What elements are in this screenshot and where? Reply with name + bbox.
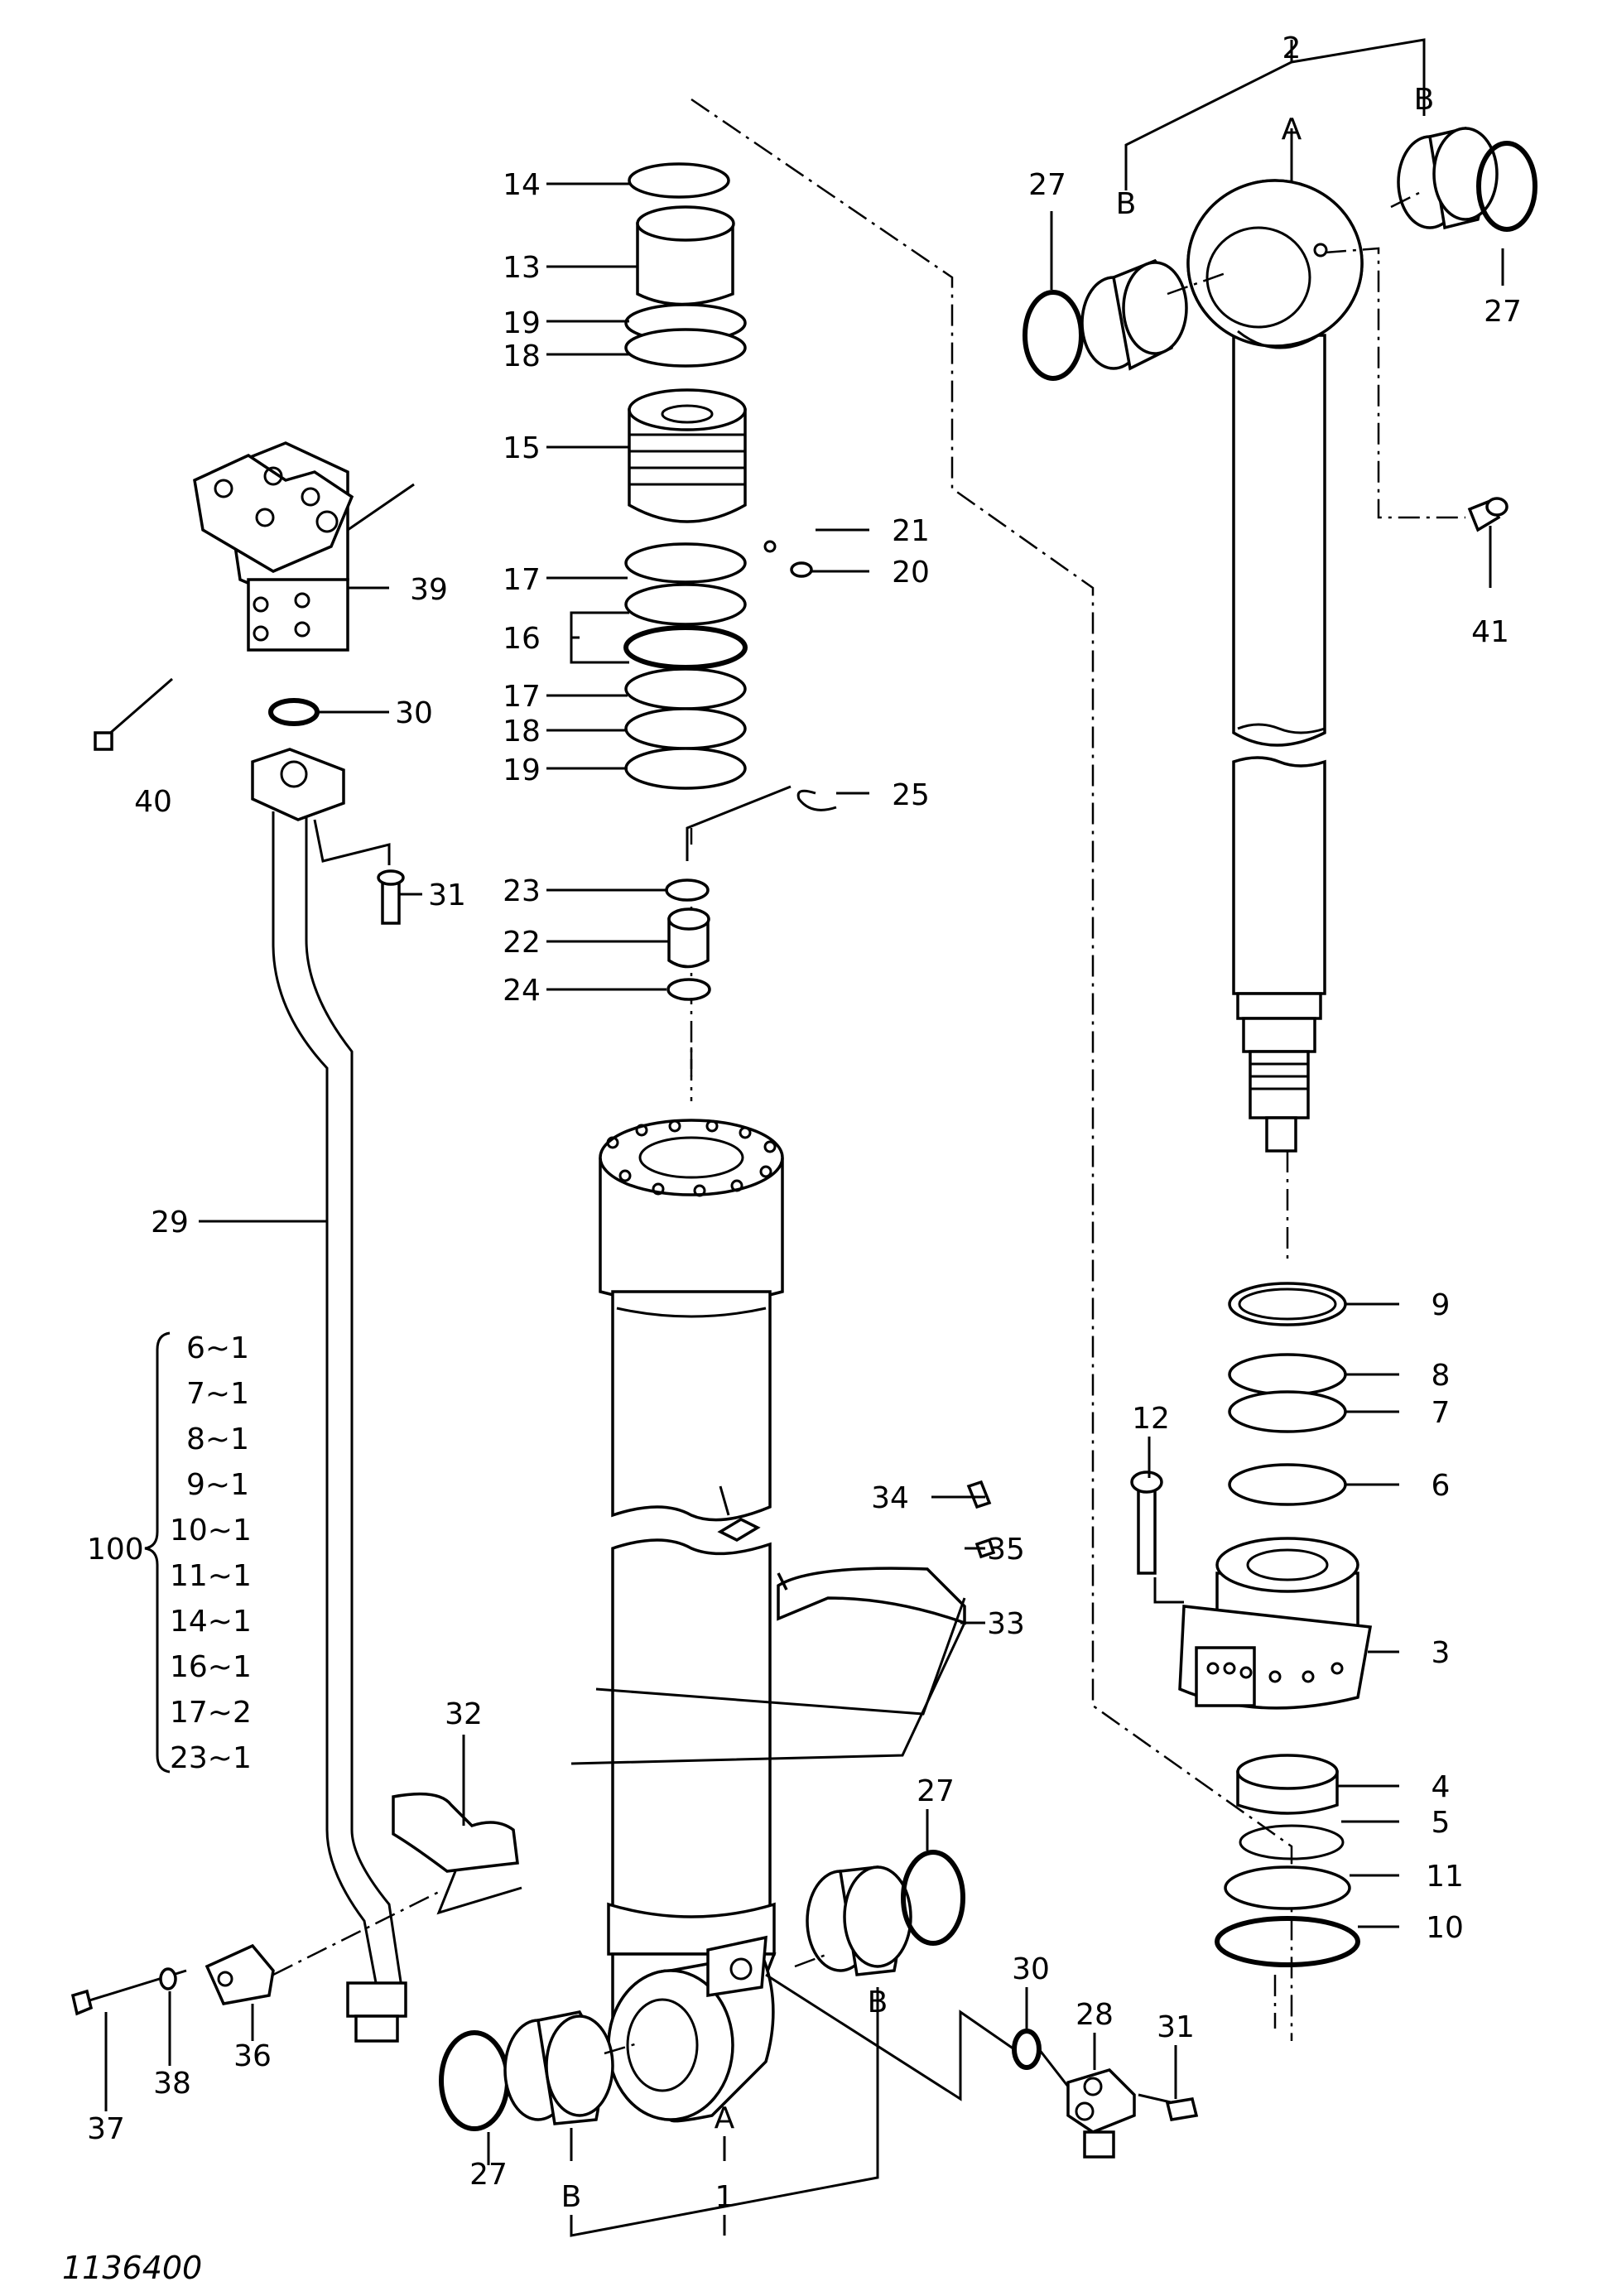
callout-30-bottom: 30 (1012, 1952, 1050, 1986)
callout-37: 37 (87, 2112, 125, 2146)
callout-A-rod: A (1282, 113, 1302, 147)
callout-17-a: 17 (503, 563, 541, 597)
callout-14: 14 (503, 168, 541, 202)
callout-B-rod-right: B (1414, 83, 1435, 117)
callout-35: 35 (987, 1533, 1025, 1567)
kit-item: 16~1 (170, 1650, 252, 1684)
kit-item: 14~1 (170, 1605, 252, 1639)
callout-31-bottom: 31 (1157, 2010, 1195, 2044)
callout-23: 23 (503, 874, 541, 908)
piston-parts (1130, 1282, 1373, 1967)
callout-30-top: 30 (395, 696, 433, 730)
callout-19-top: 19 (503, 306, 541, 340)
callout-11: 11 (1426, 1860, 1464, 1894)
callout-A-tube: A (715, 2101, 735, 2135)
callout-6: 6 (1432, 1469, 1451, 1503)
callout-32: 32 (445, 1697, 483, 1731)
rod-bushings (1023, 127, 1537, 381)
callout-38: 38 (153, 2067, 191, 2101)
callout-3: 3 (1432, 1636, 1451, 1670)
kit-item: 6~1 (186, 1331, 249, 1365)
drawing-number: 1136400 (62, 2250, 202, 2286)
callout-21: 21 (892, 514, 930, 548)
callout-20: 20 (892, 556, 930, 590)
kit-item: 10~1 (170, 1514, 252, 1548)
callout-31-top: 31 (428, 878, 466, 912)
callout-10: 10 (1426, 1911, 1464, 1945)
callout-39: 39 (410, 573, 448, 607)
callout-labels: 2 A B B 27 27 41 14 13 19 18 15 21 20 17… (87, 31, 1522, 2214)
bottom-flange-fittings (765, 1973, 1199, 2159)
callout-8: 8 (1432, 1359, 1451, 1393)
kit-item: 8~1 (186, 1422, 249, 1456)
callout-27-bl: 27 (469, 2158, 508, 2192)
kit-item: 9~1 (186, 1468, 249, 1502)
center-axis-lines (690, 98, 1293, 2041)
callout-12: 12 (1132, 1402, 1170, 1436)
callout-15: 15 (503, 431, 541, 465)
callout-18-b: 18 (503, 715, 541, 748)
callout-27-tr: 27 (1484, 295, 1522, 329)
callout-18-top: 18 (503, 339, 541, 373)
cylinder-tube (599, 1119, 784, 2123)
callout-29: 29 (151, 1206, 189, 1239)
rod-assembly (1186, 179, 1364, 1153)
tube-bushings (439, 1850, 965, 2131)
callout-40: 40 (134, 785, 172, 819)
callout-9: 9 (1432, 1288, 1451, 1322)
callout-13: 13 (503, 251, 541, 285)
callout-27-tl: 27 (1028, 168, 1066, 202)
callout-B-tube-right: B (868, 1986, 888, 2019)
callout-34: 34 (871, 1481, 909, 1515)
grease-fitting (1324, 247, 1509, 532)
valve-and-pipe (70, 441, 996, 2043)
leader-lines (104, 38, 1504, 2237)
kit-item: 23~1 (170, 1741, 252, 1775)
kit-item: 17~2 (170, 1696, 252, 1730)
kit-label: 100 (87, 1533, 144, 1567)
callout-B-tube-left: B (561, 2180, 582, 2214)
callout-4: 4 (1432, 1770, 1451, 1804)
kit-item: 11~1 (170, 1559, 252, 1593)
kit-100-list: 100 6~1 7~1 8~1 9~1 10~1 11~1 14~1 16~1 … (87, 1331, 252, 1775)
cylinder-head-stack (623, 162, 837, 1001)
callout-16: 16 (503, 622, 541, 656)
callout-27-mr: 27 (917, 1774, 955, 1808)
kit-item: 7~1 (186, 1377, 249, 1411)
kit-brace (144, 1331, 171, 1774)
callout-28: 28 (1075, 1998, 1114, 2032)
callout-22: 22 (503, 926, 541, 960)
callout-17-b: 17 (503, 680, 541, 714)
callout-24: 24 (503, 974, 541, 1008)
callout-19-b: 19 (503, 753, 541, 787)
callout-B-rod-left: B (1116, 187, 1137, 221)
callout-2: 2 (1282, 31, 1302, 65)
callout-7: 7 (1432, 1396, 1451, 1430)
callout-41: 41 (1471, 615, 1509, 649)
callout-36: 36 (233, 2039, 272, 2073)
callout-25: 25 (892, 778, 930, 812)
callout-1: 1 (715, 2180, 734, 2214)
callout-33: 33 (987, 1607, 1025, 1641)
callout-5: 5 (1432, 1806, 1451, 1840)
